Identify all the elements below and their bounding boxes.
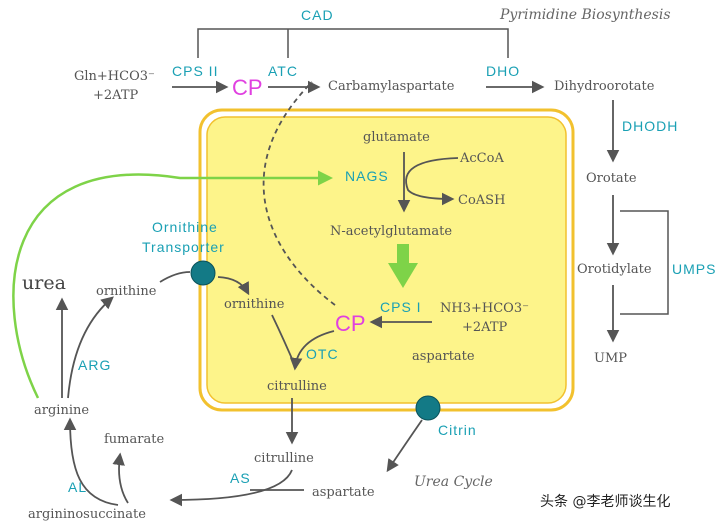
metabolite-orotate: Orotate xyxy=(586,171,637,186)
citrin-icon xyxy=(415,395,441,421)
metabolite-nh3-hco3: NH3+HCO3⁻ xyxy=(440,301,529,316)
enzyme-otc: OTC xyxy=(306,346,339,362)
arrow-ornithine-transport xyxy=(217,276,250,296)
metabolite-coash: CoASH xyxy=(458,193,505,208)
metabolite-aspartate-mito: aspartate xyxy=(412,349,475,364)
metabolite-orotidylate: Orotidylate xyxy=(577,262,652,277)
arrow-arginine-ornithine xyxy=(67,296,114,399)
dashed-cp-transfer xyxy=(262,81,336,306)
metabolite-glutamate: glutamate xyxy=(363,130,430,145)
mitochondrion-outer xyxy=(198,108,575,412)
metabolite-gln-hco3: Gln+HCO3⁻ xyxy=(74,69,155,84)
metabolite-two-atp-mito: +2ATP xyxy=(462,320,508,335)
metabolite-ump: UMP xyxy=(594,351,627,366)
metabolite-ornithine-cytosol: ornithine xyxy=(96,284,157,299)
enzyme-dhodh: DHODH xyxy=(622,118,678,134)
mitochondrion-inner xyxy=(206,116,567,404)
arrow-al-fumarate xyxy=(112,452,129,504)
arrow-al-arginine xyxy=(63,417,119,506)
metabolite-cp-mito: CP xyxy=(335,311,366,336)
enzyme-cad: CAD xyxy=(301,7,334,23)
metabolite-arginine: arginine xyxy=(34,403,89,418)
arrow-ornithine-otc xyxy=(271,314,297,369)
enzyme-nags: NAGS xyxy=(345,168,389,184)
arrow-cp-otc xyxy=(289,330,335,371)
metabolite-two-atp-top: +2ATP xyxy=(93,88,139,103)
arrow-citrin-aspartate xyxy=(386,419,423,473)
enzyme-atc: ATC xyxy=(268,63,298,79)
metabolite-aspartate-cytosol: aspartate xyxy=(312,485,375,500)
umps-bracket xyxy=(620,210,669,315)
enzyme-dho: DHO xyxy=(486,63,520,79)
ornithine-transporter-label-2: Transporter xyxy=(142,239,225,255)
enzyme-cps1: CPS I xyxy=(380,299,422,315)
enzyme-as: AS xyxy=(230,470,251,486)
arrow-accoa-coash xyxy=(405,157,459,206)
citrin-label: Citrin xyxy=(438,422,477,438)
activation-arrow-nag-cps1 xyxy=(388,244,418,288)
watermark: 头条 @李老师谈生化 xyxy=(540,493,670,510)
metabolite-citrulline-mito: citrulline xyxy=(267,379,327,394)
metabolite-argininosuccinate: argininosuccinate xyxy=(28,507,146,522)
ornithine-transporter-icon xyxy=(190,260,216,286)
enzyme-umps: UMPS xyxy=(672,261,716,277)
metabolite-n-acetylglutamate: N-acetylglutamate xyxy=(330,224,452,239)
metabolite-fumarate: fumarate xyxy=(104,432,164,447)
metabolite-cp-cytosol: CP xyxy=(232,75,263,100)
metabolite-urea: urea xyxy=(22,272,66,294)
urea-cycle-title: Urea Cycle xyxy=(414,474,493,490)
metabolite-citrulline-cytosol: citrulline xyxy=(254,451,314,466)
metabolite-ornithine-mito: ornithine xyxy=(224,297,285,312)
cad-bracket xyxy=(197,28,509,58)
ornithine-transporter-label-1: Ornithine xyxy=(152,219,218,235)
enzyme-arg: ARG xyxy=(78,357,111,373)
metabolite-accoa: AcCoA xyxy=(459,151,504,166)
line-ornithine-transporter xyxy=(159,271,191,283)
metabolite-dihydroorotate: Dihydroorotate xyxy=(554,79,655,94)
arrow-as xyxy=(169,469,293,507)
arrow-arginine-nags xyxy=(12,170,333,399)
enzyme-cps2: CPS II xyxy=(172,63,218,79)
pyrimidine-title: Pyrimidine Biosynthesis xyxy=(499,7,671,23)
metabolite-carbamylaspartate: Carbamylaspartate xyxy=(328,79,455,94)
